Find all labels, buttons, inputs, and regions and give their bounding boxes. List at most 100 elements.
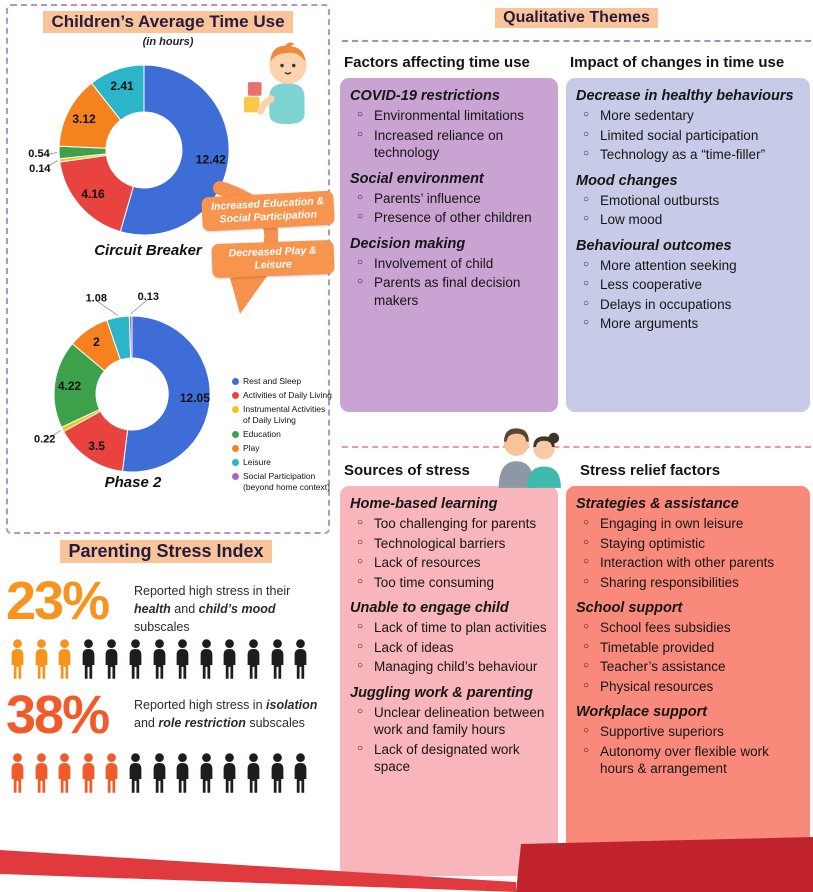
person-icon	[294, 753, 307, 793]
chart-label-leader-line	[38, 152, 58, 157]
theme-bullet-item: Interaction with other parents	[576, 554, 802, 572]
theme-bullet-item: Lack of resources	[350, 554, 550, 572]
person-icon	[200, 639, 213, 679]
banner-block-right	[516, 837, 813, 892]
stress-index-title-wrap: Parenting Stress Index	[0, 540, 332, 563]
theme-bullet-list: Emotional outburstsLow mood	[576, 192, 802, 229]
legend-item: Rest and Sleep	[232, 376, 334, 386]
theme-bullet-list: Unclear delineation between work and fam…	[350, 704, 550, 776]
person-icon	[176, 639, 189, 679]
theme-bullet-item: Sharing responsibilities	[576, 574, 802, 592]
stress-text-emphasis: health	[134, 602, 171, 617]
donut-slice	[90, 64, 145, 121]
toy-block-icon	[243, 96, 260, 113]
theme-section-title: Mood changes	[576, 172, 678, 189]
theme-bullet-item: Limited social participation	[576, 127, 802, 145]
stress-text: subscales	[134, 620, 190, 635]
toddler-hair-tuft	[284, 42, 295, 49]
stress-text: Reported high stress in	[134, 698, 267, 712]
theme-bullet-item: Low mood	[576, 211, 802, 229]
stress-description-38: Reported high stress in isolation and ro…	[134, 696, 330, 732]
chart-value-label: 2	[93, 335, 100, 349]
theme-section-title: Home-based learning	[350, 496, 498, 512]
person-icon	[58, 639, 71, 679]
person-icon	[247, 753, 260, 793]
person-icon	[129, 753, 142, 793]
theme-box-relief: Strategies & assistanceEngaging in own l…	[566, 486, 810, 876]
legend-item: Instrumental Activities of Daily Living	[232, 404, 334, 425]
theme-bullet-item: More attention seeking	[576, 257, 802, 275]
legend-color-dot	[232, 406, 239, 414]
theme-bullet-item: Autonomy over flexible work hours & arra…	[576, 743, 802, 778]
stress-text-emphasis: role restriction	[158, 716, 246, 731]
person-icon	[58, 753, 71, 793]
theme-bullet-list: Parents’ influencePresence of other chil…	[350, 190, 550, 227]
toddler-body	[269, 83, 305, 125]
legend-label: Play	[243, 442, 260, 453]
qualitative-title-wrap: Qualitative Themes	[340, 8, 813, 28]
person-icon	[247, 639, 260, 679]
theme-section-title: School support	[576, 600, 683, 617]
chart-value-label: 4.16	[81, 187, 105, 201]
toddler-smile	[284, 71, 292, 75]
pink-dashed-divider	[342, 446, 811, 448]
stress-text: and	[170, 602, 199, 617]
person-icon	[153, 753, 165, 793]
theme-section-title: Strategies & assistance	[576, 496, 739, 512]
chart-value-label: 3.12	[72, 112, 96, 126]
theme-bullet-item: Technological barriers	[350, 535, 550, 553]
toddler-eye	[292, 63, 296, 68]
theme-section-title: Juggling work & parenting	[350, 684, 533, 701]
theme-bullet-item: Timetable provided	[576, 639, 802, 657]
person-icon	[105, 639, 118, 679]
legend-label: Leisure	[243, 457, 271, 468]
legend-item: Social Participation (beyond home contex…	[232, 471, 334, 492]
theme-bullet-list: Supportive superiorsAutonomy over flexib…	[576, 723, 802, 778]
person-icon	[35, 753, 47, 793]
theme-bullet-item: Unclear delineation between work and fam…	[350, 704, 550, 739]
theme-bullet-item: Lack of time to plan activities	[350, 619, 550, 637]
legend-label: Instrumental Activities of Daily Living	[243, 404, 326, 425]
person-icon	[176, 753, 189, 793]
person-icon-row	[8, 638, 330, 682]
legend-color-dot	[232, 378, 239, 385]
legend-item: Activities of Daily Living	[232, 390, 334, 400]
theme-bullet-item: Parents as final decision makers	[350, 274, 550, 309]
mother-head	[533, 438, 555, 460]
chart-value-label: 3.5	[88, 439, 105, 453]
stress-text: and	[134, 716, 159, 731]
legend-color-dot	[232, 430, 239, 438]
toddler-illustration	[243, 42, 307, 125]
mother-hair	[533, 436, 555, 447]
theme-bullet-item: Supportive superiors	[576, 723, 802, 741]
stress-percent-38: 38%	[6, 685, 110, 745]
chart-value-label: 0.22	[34, 434, 55, 446]
theme-bullet-item: Emotional outbursts	[576, 192, 802, 210]
chart-value-label: 0.14	[29, 163, 51, 175]
theme-bullet-item: Too time consuming	[350, 574, 550, 592]
stress-text-emphasis: child’s mood	[198, 602, 276, 617]
box-heading-relief: Stress relief factors	[580, 462, 721, 479]
theme-bullet-list: More sedentaryLimited social participati…	[576, 107, 802, 164]
theme-section-title: Decrease in healthy behaviours	[576, 88, 794, 104]
arrow-note-decrease: Decreased Play & Leisure	[211, 239, 335, 279]
legend-color-dot	[232, 444, 239, 452]
person-icon	[294, 639, 307, 679]
chart-value-label: 4.22	[58, 379, 82, 393]
theme-bullet-item: Involvement of child	[350, 255, 550, 273]
legend-label: Social Participation (beyond home contex…	[243, 471, 330, 492]
theme-bullet-item: Lack of ideas	[350, 639, 550, 657]
stress-text: subscales	[245, 716, 305, 731]
toddler-eye	[280, 63, 284, 68]
legend-label: Rest and Sleep	[243, 376, 302, 386]
stress-text-emphasis: isolation	[266, 698, 318, 712]
theme-box-sources: Home-based learningToo challenging for p…	[340, 486, 558, 876]
chart-label-leader-line	[130, 298, 149, 315]
arrow-head	[230, 272, 270, 314]
theme-bullet-item: Lack of designated work space	[350, 741, 550, 776]
theme-bullet-item: Presence of other children	[350, 209, 550, 227]
arrow-note-increase: Increased Education & Social Participati…	[201, 190, 335, 232]
theme-bullet-item: Physical resources	[576, 678, 802, 696]
theme-bullet-item: Increased reliance on technology	[350, 127, 550, 162]
